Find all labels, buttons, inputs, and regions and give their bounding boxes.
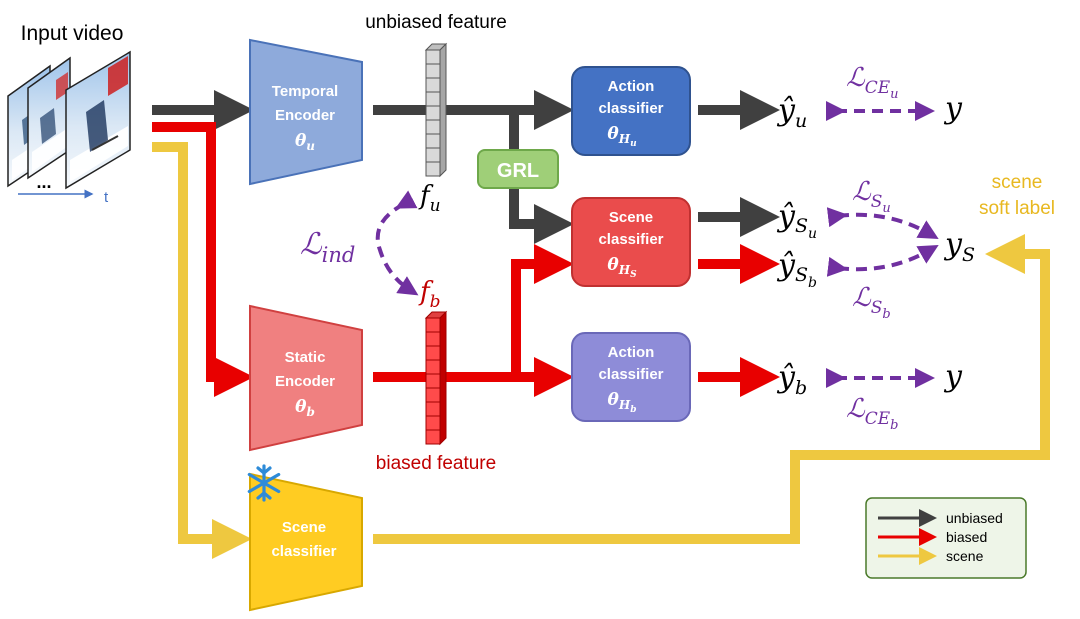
legend-items: unbiased biased scene <box>878 509 1003 565</box>
target-y-top: y <box>943 91 963 126</box>
video-frames <box>7 50 131 190</box>
action-classifier-b-label-2: classifier <box>598 366 663 383</box>
static-encoder-label-2: Encoder <box>275 373 335 390</box>
grl-label: GRL <box>497 160 539 182</box>
static-encoder: Static Encoder θb <box>249 304 363 452</box>
scene-encoder-label-2: classifier <box>271 543 336 560</box>
scene-soft-label-2: soft label <box>979 198 1055 219</box>
feature-cell <box>425 331 441 347</box>
frames-ellipsis: ... <box>36 172 51 192</box>
output-yhat-b: ŷb <box>776 360 807 399</box>
arrow-fu-to-scene-classifier <box>509 110 574 244</box>
loss-arrows <box>375 101 939 388</box>
loss-ce-u: ℒCEu <box>846 63 899 102</box>
unbiased-feature-vector <box>424 42 448 178</box>
feature-cell <box>425 317 441 333</box>
unbiased-feature-label: unbiased feature <box>365 12 507 33</box>
biased-flow <box>152 122 780 397</box>
output-yhat-u: ŷu <box>776 93 807 132</box>
output-yhat-sb: ŷSb <box>776 248 817 291</box>
feature-cell <box>425 359 441 375</box>
arrow-input-to-scene-encoder <box>152 142 252 559</box>
temporal-encoder: Temporal Encoder θu <box>249 38 363 186</box>
time-axis-label: t <box>104 189 109 206</box>
action-classifier-u-label-1: Action <box>608 78 655 95</box>
feature-cell <box>425 147 441 163</box>
loss-labels: ℒCEu ℒCEb ℒSu ℒSb ℒind <box>300 63 899 433</box>
feature-cell <box>425 49 441 65</box>
biased-feature-vector <box>424 310 448 446</box>
feature-cell <box>425 133 441 149</box>
feature-cell <box>425 429 441 445</box>
arrow-fb-to-scene-classifier <box>511 244 574 377</box>
loss-s-b-arrow <box>826 245 939 277</box>
feature-cell <box>425 415 441 431</box>
target-y-s: yS <box>943 227 975 266</box>
feature-vector-side <box>439 310 447 446</box>
feature-cell <box>425 373 441 389</box>
temporal-encoder-label-1: Temporal <box>272 83 338 100</box>
scene-flow <box>152 142 1050 559</box>
snowflake-icon <box>247 464 281 502</box>
scene-classifier-label-2: classifier <box>598 231 663 248</box>
biased-feature-label: biased feature <box>376 453 496 474</box>
scene-classifier-param: θHS <box>607 255 637 280</box>
loss-s-u: ℒSu <box>852 177 891 216</box>
loss-ind-arrow <box>375 190 419 296</box>
unbiased-flow <box>152 90 780 244</box>
scene-encoder-label-1: Scene <box>282 519 326 536</box>
temporal-encoder-label-2: Encoder <box>275 107 335 124</box>
legend: unbiased biased scene <box>865 497 1027 579</box>
loss-s-b: ℒSb <box>852 283 891 322</box>
feature-cell <box>425 119 441 135</box>
loss-ind: ℒind <box>300 227 355 267</box>
grl-block: GRL <box>477 149 559 189</box>
feature-cell <box>425 387 441 403</box>
feature-vector-side <box>439 42 447 178</box>
feature-cell <box>425 77 441 93</box>
scene-encoder: Scene classifier <box>249 472 363 612</box>
legend-label-unbiased: unbiased <box>946 510 1003 526</box>
feature-cell <box>425 401 441 417</box>
static-encoder-label-1: Static <box>285 349 326 366</box>
action-classifier-b: Action classifier θHb <box>571 332 691 422</box>
temporal-encoder-param: θu <box>295 131 315 153</box>
scene-classifier-head: Scene classifier θHS <box>571 197 691 287</box>
scene-soft-label-1: scene <box>992 172 1043 193</box>
scene-classifier-label-1: Scene <box>609 209 653 226</box>
action-classifier-u-param: θHu <box>607 124 637 149</box>
feature-cell <box>425 161 441 177</box>
arrow-scene-encoder-to-soft-label <box>373 234 1050 544</box>
action-classifier-b-label-1: Action <box>608 344 655 361</box>
static-encoder-param: θb <box>295 397 315 419</box>
output-yhat-su: ŷSu <box>776 199 817 242</box>
legend-label-biased: biased <box>946 529 987 545</box>
action-classifier-u: Action classifier θHu <box>571 66 691 156</box>
action-classifier-u-label-2: classifier <box>598 100 663 117</box>
arrow-input-to-static <box>152 122 254 397</box>
feature-cell <box>425 63 441 79</box>
loss-ce-b: ℒCEb <box>846 394 898 433</box>
feature-fu: fu <box>418 181 441 216</box>
feature-fb: fb <box>418 277 441 312</box>
video-frame-2 <box>27 56 71 180</box>
legend-label-scene: scene <box>946 548 984 564</box>
loss-s-u-arrow <box>826 207 939 239</box>
action-classifier-b-param: θHb <box>608 390 637 415</box>
video-frame-3 <box>65 50 131 190</box>
target-y-bottom: y <box>943 359 963 394</box>
feature-cell <box>425 91 441 107</box>
feature-cell <box>425 105 441 121</box>
input-video-title: Input video <box>21 22 124 45</box>
feature-cell <box>425 345 441 361</box>
